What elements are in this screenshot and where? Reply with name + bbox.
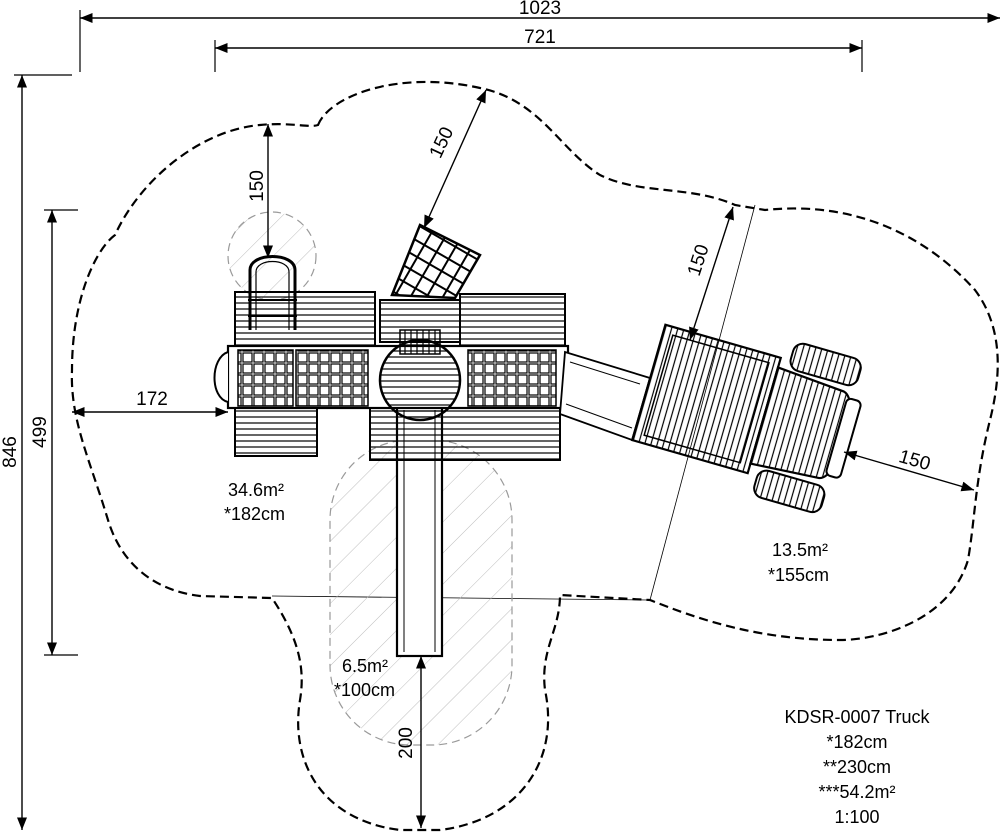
dim-total-width: 1023 [519,0,561,19]
slide-zone-area: 6.5m² [342,656,388,676]
climbing-net [390,223,482,300]
dim-top-clearance: 150 [247,170,268,202]
dim-truck-clearance-top: 150 [684,242,714,279]
dim-total-height: 846 [0,436,21,468]
safety-zone-outline [70,80,999,832]
dim-slide-clearance: 200 [396,727,417,759]
truck [630,323,862,514]
truck-zone-height: *155cm [768,565,829,585]
info-scale: 1:100 [834,807,879,827]
truck-zone-area: 13.5m² [772,540,828,560]
dim-inner-height: 499 [30,416,51,448]
info-area: ***54.2m² [818,782,895,802]
info-height2: **230cm [823,757,891,777]
main-structure [213,255,570,461]
model-label: KDSR-0007 Truck [784,707,930,727]
slide-zone-height: *100cm [334,680,395,700]
main-zone-area: 34.6m² [228,480,284,500]
main-zone-height: *182cm [224,504,285,524]
dimension-lines [14,10,1000,830]
dim-inner-width: 721 [524,27,556,48]
dim-truck-clearance-right: 150 [896,446,932,475]
dim-left-clearance: 172 [136,389,168,410]
info-height1: *182cm [826,732,887,752]
dim-diag-clearance: 150 [426,124,458,162]
